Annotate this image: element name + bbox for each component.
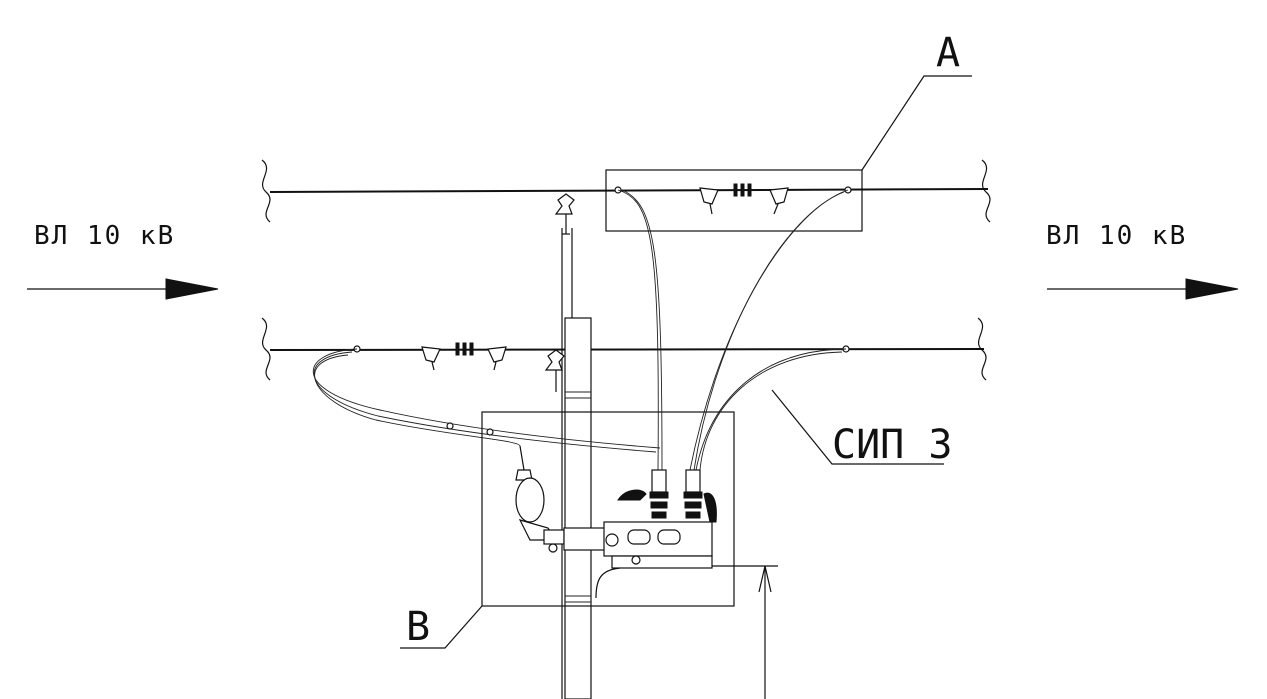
tension-string-a [614,183,852,215]
pin-insulator-icon [554,193,575,235]
cable-label: СИП 3 [832,422,952,468]
callout-label-b: В [406,604,430,650]
callout-label-a: А [936,30,960,76]
break-mark-upper-right [981,159,991,223]
line-label-right: ВЛ 10 кВ [1046,221,1187,251]
break-mark-lower-left [261,317,271,381]
detail-box-b [481,411,735,607]
loop-cables [312,348,661,453]
upper-conductor [269,188,989,193]
leader-b [400,605,483,649]
break-mark-upper-left [261,159,271,223]
surge-arrester-icon [515,445,565,553]
drop-cables [617,189,849,471]
arrow-right-icon [27,278,219,300]
height-dimension [712,565,778,699]
line-label-left: ВЛ 10 кВ [34,221,175,251]
lower-conductor [269,348,985,351]
detail-box-a [605,169,863,232]
tension-string-lower [353,342,850,371]
leader-cable [771,389,944,465]
arrow-right-icon [1047,278,1239,300]
pole [561,228,592,699]
recloser-icon [563,469,717,599]
leader-a [861,75,972,171]
pin-insulator-icon [544,349,565,392]
